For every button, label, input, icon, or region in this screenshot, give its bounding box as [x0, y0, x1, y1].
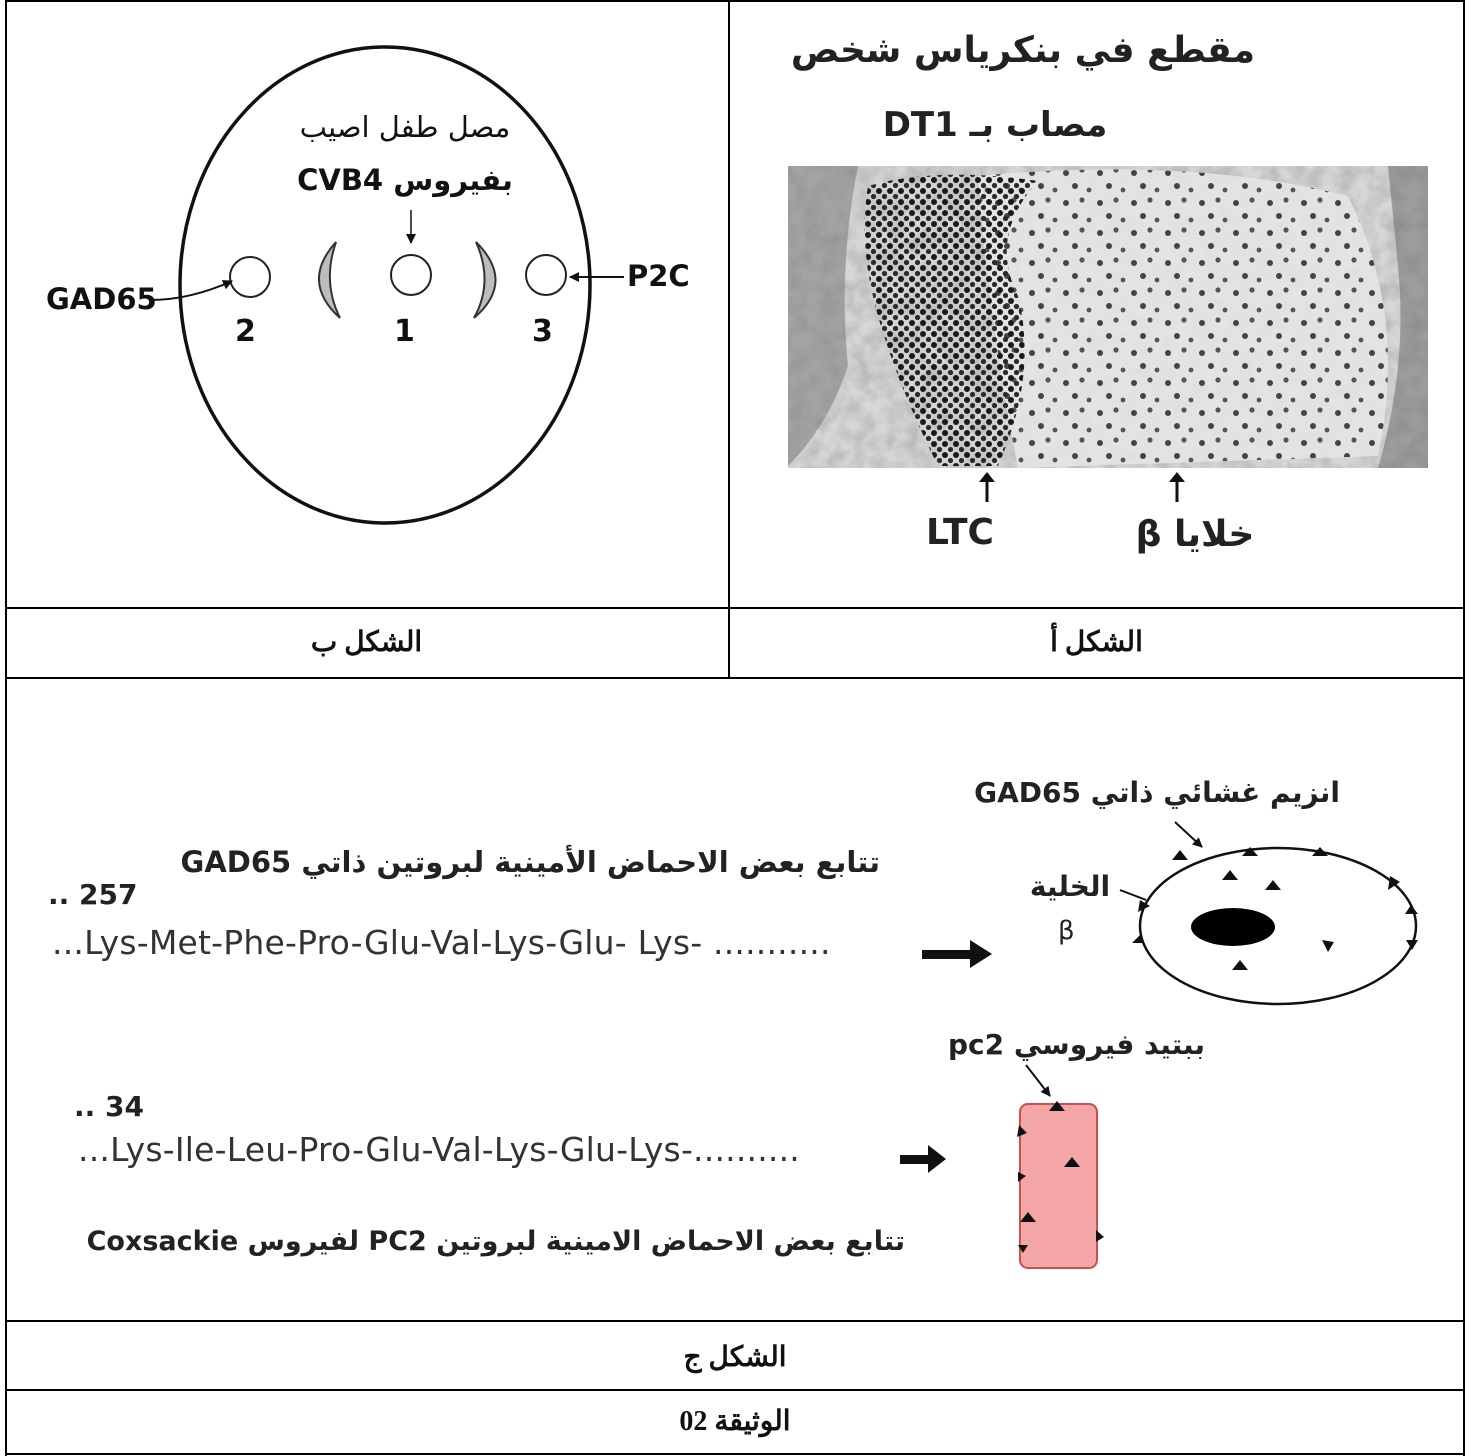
- table-row-line-4: [5, 1389, 1465, 1391]
- caption-figure-b: الشكل ب: [310, 627, 423, 658]
- gad65-sequence: ...Lys-Met-Phe-Pro-Glu-Val-Lys-Glu- Lys-…: [52, 923, 831, 962]
- serum-label-line1: مصل طفل اصيب: [299, 110, 511, 144]
- p2c-arrow-right: [900, 1145, 946, 1173]
- precipitation-arc-right: [473, 241, 497, 319]
- table-row-line-2: [5, 677, 1465, 679]
- caption-figure-c: الشكل ج: [683, 1342, 787, 1373]
- gad65-label-b: GAD65: [46, 282, 157, 316]
- well-number-2: 2: [235, 314, 256, 349]
- table-border-right: [1463, 0, 1465, 1456]
- beta-cells-label: خلايا β: [1135, 514, 1255, 555]
- well-3: [525, 254, 567, 296]
- pancreas-micrograph: [788, 166, 1428, 468]
- p2c-label: P2C: [627, 259, 690, 293]
- viral-peptide: [1019, 1103, 1098, 1269]
- well-number-3: 3: [532, 314, 553, 349]
- caption-figure-a: الشكل أ: [1050, 627, 1143, 658]
- table-border-left: [5, 0, 7, 1456]
- peptide-label: ببتيد فيروسي pc2: [947, 1028, 1205, 1061]
- well-1: [390, 254, 432, 296]
- gel-plate: [178, 45, 592, 525]
- enzyme-label: انزيم غشائي ذاتي GAD65: [974, 776, 1340, 809]
- serum-label-line2: بفيروس CVB4: [297, 163, 513, 197]
- enzyme-pointer: [1174, 821, 1203, 848]
- table-divider-vertical: [728, 0, 730, 678]
- cell-label: الخلية: [1029, 870, 1111, 903]
- table-border-bottom: [5, 1453, 1465, 1455]
- micrograph-arrows: [979, 472, 1185, 502]
- document-title: الوثيقة 02: [679, 1406, 791, 1437]
- cell-nucleus: [1191, 908, 1275, 946]
- immunodiffusion-diagram: [149, 45, 624, 525]
- table-border-top: [5, 0, 1465, 2]
- table-row-line-3: [5, 1320, 1465, 1322]
- well-number-1: 1: [394, 314, 415, 349]
- figure-a-title-line2: مصاب بـ DT1: [882, 105, 1108, 145]
- gad65-arrow-right: [922, 940, 992, 968]
- gad65-arrow: [149, 280, 233, 301]
- figure-c-diagram: [900, 821, 1418, 1269]
- beta-cell: [1138, 846, 1418, 1006]
- gad65-position: .. 257: [48, 878, 138, 911]
- p2c-sequence: ...Lys-Ile-Leu-Pro-Glu-Val-Lys-Glu-Lys-.…: [78, 1130, 800, 1169]
- well-2: [229, 256, 271, 298]
- precipitation-arc-left: [318, 241, 341, 319]
- p2c-position: .. 34: [74, 1090, 144, 1123]
- figure-a-title-line1: مقطع في بنكرياس شخص: [790, 30, 1255, 71]
- table-row-line-1: [5, 607, 1465, 609]
- p2c-sequence-title: تتابع بعض الاحماض الامينية لبروتين PC2 ل…: [86, 1226, 905, 1257]
- cell-pointer: [1119, 889, 1147, 901]
- ltc-label: LTC: [926, 512, 994, 553]
- peptide-pointer: [1025, 1064, 1051, 1097]
- cell-beta-label: β: [1058, 916, 1075, 946]
- gad65-sequence-title: تتابع بعض الاحماض الأمينية لبروتين ذاتي …: [180, 845, 880, 879]
